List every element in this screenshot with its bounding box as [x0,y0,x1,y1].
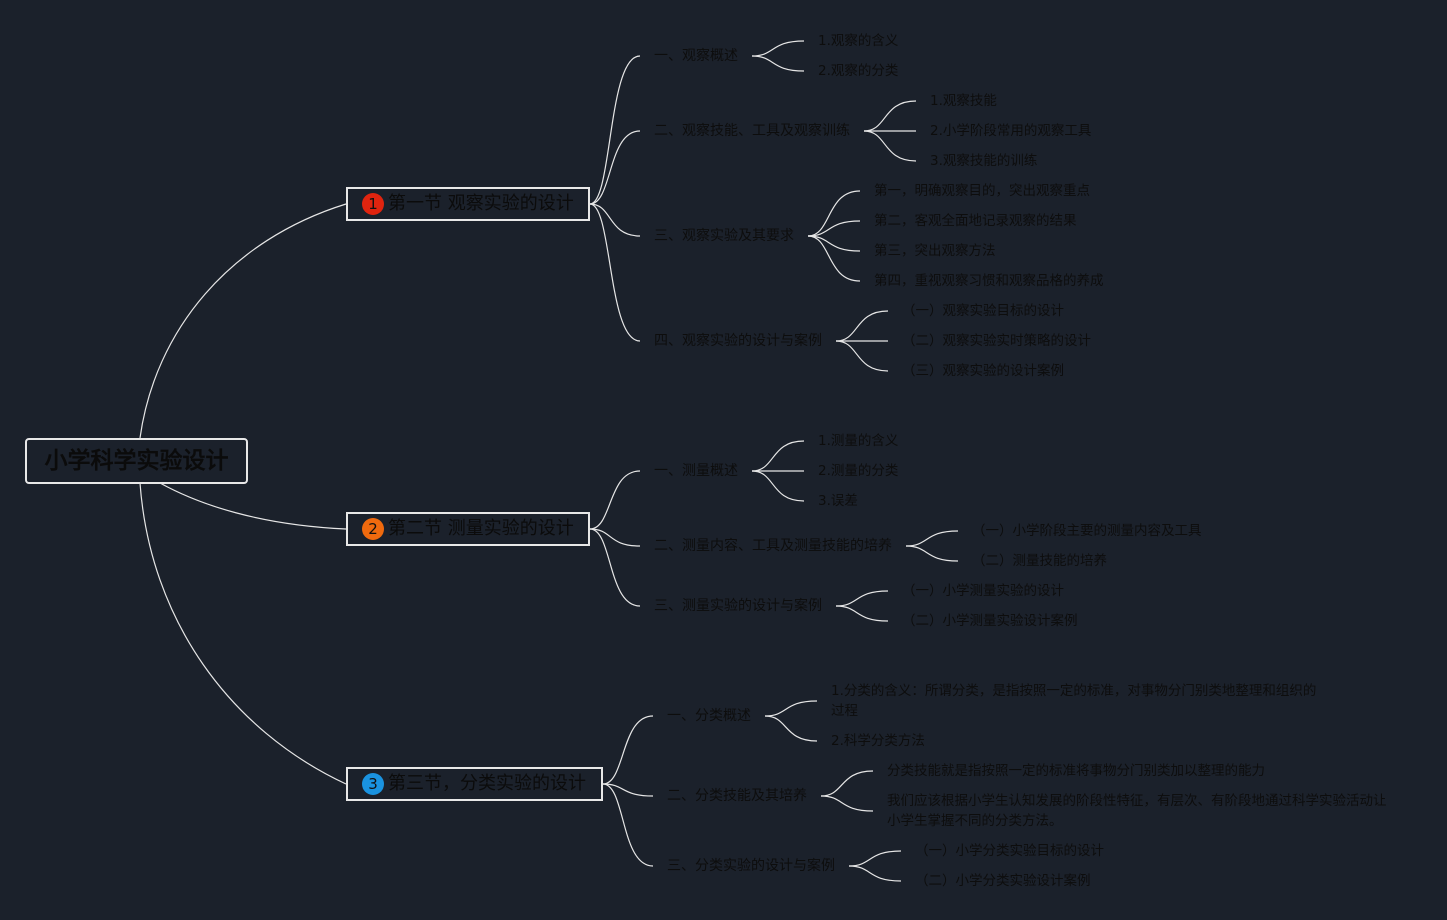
s2-sub-1-leaf-3[interactable]: 3.误差 [818,493,858,509]
connector-line-5 [589,130,641,205]
connector-line-35 [820,770,874,797]
s1-sub-1-leaf-2[interactable]: 2.观察的分类 [818,63,899,79]
connector-line-25 [835,340,889,372]
s2-sub-1-leaf-1[interactable]: 1.测量的含义 [818,433,899,449]
s1-sub-4-leaf-3[interactable]: （三）观察实验的设计案例 [902,363,1064,379]
s2-sub-2-leaf-2[interactable]: （二）测量技能的培养 [972,553,1107,569]
s3-sub-3-leaf-1[interactable]: （一）小学分类实验目标的设计 [915,843,1104,859]
connector-line-12 [602,783,654,797]
connector-line-19 [807,190,861,237]
s2-sub-1-leaf-2[interactable]: 2.测量的分类 [818,463,899,479]
s1-sub-4[interactable]: 四、观察实验的设计与案例 [654,333,822,349]
connector-line-33 [764,700,818,717]
s1-sub-3-leaf-2[interactable]: 第二，客观全面地记录观察的结果 [874,213,1077,229]
connector-line-14 [751,40,805,57]
section-2-topic[interactable]: 2 第二节 测量实验的设计 [346,512,590,546]
s1-sub-3-leaf-3[interactable]: 第三，突出观察方法 [874,243,996,259]
connector-line-22 [807,235,861,282]
s1-sub-2[interactable]: 二、观察技能、工具及观察训练 [654,123,850,139]
connector-line-13 [602,783,654,867]
connector-line-23 [835,310,889,342]
section-1-title: 第一节 观察实验的设计 [388,193,574,214]
s2-sub-1[interactable]: 一、测量概述 [654,463,738,479]
s1-sub-4-leaf-1[interactable]: （一）观察实验目标的设计 [902,303,1064,319]
s2-sub-2[interactable]: 二、测量内容、工具及测量技能的培养 [654,538,892,554]
s3-sub-1-leaf-2[interactable]: 2.科学分类方法 [831,733,925,749]
s1-sub-3-leaf-1[interactable]: 第一，明确观察目的，突出观察重点 [874,183,1090,199]
s1-sub-2-leaf-2[interactable]: 2.小学阶段常用的观察工具 [930,123,1092,139]
section-3-title: 第三节，分类实验的设计 [388,773,586,794]
connector-line-29 [905,530,959,547]
connector-line-30 [905,545,959,562]
connector-line-38 [848,865,902,882]
connector-line-36 [820,795,874,812]
connector-line-37 [848,850,902,867]
s3-sub-1-leaf-1[interactable]: 1.分类的含义：所谓分类，是指按照一定的标准，对事物分门别类地整理和组织的过程 [831,683,1317,719]
s3-sub-2-leaf-1[interactable]: 分类技能就是指按照一定的标准将事物分门别类加以整理的能力 [887,763,1265,779]
badge-1: 1 [362,193,384,215]
s2-sub-2-leaf-1[interactable]: （一）小学阶段主要的测量内容及工具 [972,523,1202,539]
connector-line-2 [159,482,347,530]
connector-line-1 [139,203,347,439]
connector-line-4 [589,55,641,205]
connector-line-18 [863,130,917,162]
root-topic[interactable]: 小学科学实验设计 [25,438,248,484]
connector-line-3 [139,482,347,785]
section-2-title: 第二节 测量实验的设计 [388,518,574,539]
connector-line-15 [751,55,805,72]
connector-line-20 [807,220,861,237]
connector-line-16 [863,100,917,132]
s3-sub-1[interactable]: 一、分类概述 [667,708,751,724]
connector-line-7 [589,203,641,342]
connector-line-26 [751,440,805,472]
s2-sub-3[interactable]: 三、测量实验的设计与案例 [654,598,822,614]
badge-2: 2 [362,518,384,540]
s3-sub-3[interactable]: 三、分类实验的设计与案例 [667,858,835,874]
s1-sub-1-leaf-1[interactable]: 1.观察的含义 [818,33,899,49]
connector-line-6 [589,203,641,237]
connector-line-10 [589,528,641,607]
s1-sub-3[interactable]: 三、观察实验及其要求 [654,228,794,244]
section-3-topic[interactable]: 3 第三节，分类实验的设计 [346,767,603,801]
connector-line-32 [835,605,889,622]
connector-line-34 [764,715,818,742]
s1-sub-3-leaf-4[interactable]: 第四，重视观察习惯和观察品格的养成 [874,273,1104,289]
section-1-topic[interactable]: 1 第一节 观察实验的设计 [346,187,590,221]
badge-3: 3 [362,773,384,795]
s1-sub-2-leaf-3[interactable]: 3.观察技能的训练 [930,153,1038,169]
s3-sub-2[interactable]: 二、分类技能及其培养 [667,788,807,804]
s2-sub-3-leaf-2[interactable]: （二）小学测量实验设计案例 [902,613,1078,629]
connector-line-11 [602,715,654,785]
s2-sub-3-leaf-1[interactable]: （一）小学测量实验的设计 [902,583,1064,599]
s1-sub-1[interactable]: 一、观察概述 [654,48,738,64]
connector-line-9 [589,528,641,547]
connector-line-28 [751,470,805,502]
s3-sub-3-leaf-2[interactable]: （二）小学分类实验设计案例 [915,873,1091,889]
s1-sub-4-leaf-2[interactable]: （二）观察实验实时策略的设计 [902,333,1091,349]
s3-sub-2-leaf-2[interactable]: 我们应该根据小学生认知发展的阶段性特征，有层次、有阶段地通过科学实验活动让小学生… [887,793,1387,829]
s1-sub-2-leaf-1[interactable]: 1.观察技能 [930,93,997,109]
connector-line-8 [589,470,641,530]
connector-line-31 [835,590,889,607]
